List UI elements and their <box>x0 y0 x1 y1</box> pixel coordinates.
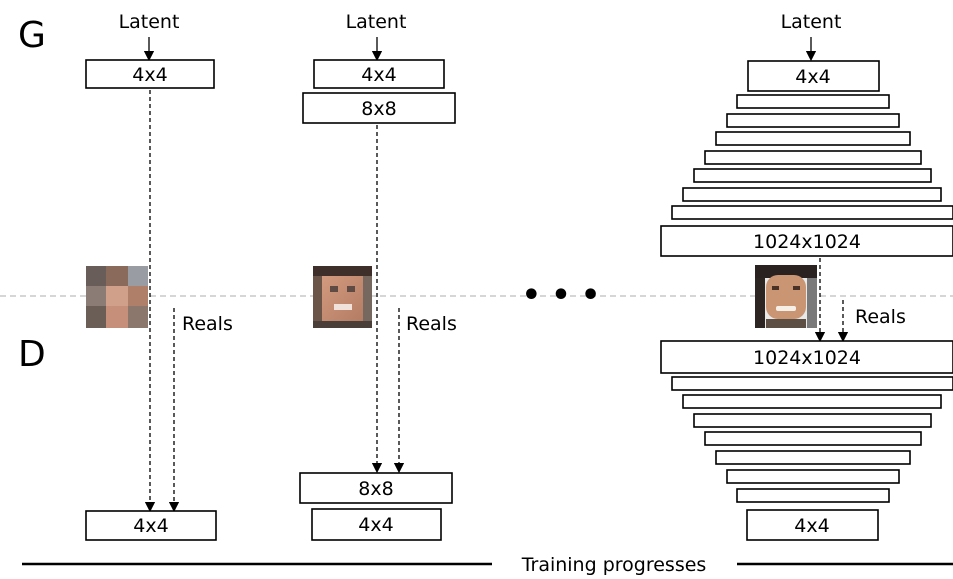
discriminator-block <box>85 510 217 541</box>
discriminator-layer <box>736 488 890 503</box>
generator-layer <box>693 168 932 183</box>
generator-block-label: 4x4 <box>132 64 167 86</box>
discriminator-layer <box>704 431 922 446</box>
reals-label: Reals <box>406 313 457 335</box>
discriminator-block-label: 8x8 <box>358 478 393 500</box>
latent-label: Latent <box>346 11 407 33</box>
discriminator-label: D <box>18 334 46 375</box>
generator-label: G <box>18 15 46 56</box>
discriminator-block-label: 4x4 <box>133 515 168 537</box>
generator-layer <box>715 131 911 146</box>
latent-label: Latent <box>781 11 842 33</box>
discriminator-block-label: 1024x1024 <box>753 347 861 369</box>
reals-label: Reals <box>182 313 233 335</box>
discriminator-layer <box>671 376 953 391</box>
generator-block <box>313 59 445 89</box>
reals-label: Reals <box>855 306 906 328</box>
discriminator-block-label: 4x4 <box>794 515 829 537</box>
discriminator-block <box>746 509 879 541</box>
generator-layer <box>704 150 922 165</box>
discriminator-block <box>660 340 953 374</box>
discriminator-block <box>299 472 453 504</box>
face-image <box>86 266 148 328</box>
latent-label: Latent <box>119 11 180 33</box>
discriminator-block-label: 4x4 <box>358 514 393 536</box>
discriminator-layer <box>726 469 900 484</box>
discriminator-layer <box>682 394 942 409</box>
generator-layer <box>736 94 890 109</box>
generator-block <box>660 225 953 257</box>
generator-block-label: 8x8 <box>361 98 396 120</box>
training-progress-label: Training progresses <box>521 554 707 576</box>
generator-block-label: 1024x1024 <box>753 231 861 253</box>
discriminator-layer <box>693 413 932 428</box>
generator-block-label: 4x4 <box>795 66 830 88</box>
generator-layer <box>671 205 953 220</box>
generator-block <box>302 92 456 124</box>
ellipsis: • • • <box>522 278 600 313</box>
face-image <box>755 265 817 328</box>
generator-block <box>747 60 880 92</box>
generator-block <box>85 59 215 89</box>
discriminator-layer <box>715 450 911 465</box>
face-image <box>313 266 372 328</box>
generator-layer <box>726 113 900 128</box>
generator-block-label: 4x4 <box>361 64 396 86</box>
generator-layer <box>682 187 942 202</box>
discriminator-block <box>311 508 442 541</box>
